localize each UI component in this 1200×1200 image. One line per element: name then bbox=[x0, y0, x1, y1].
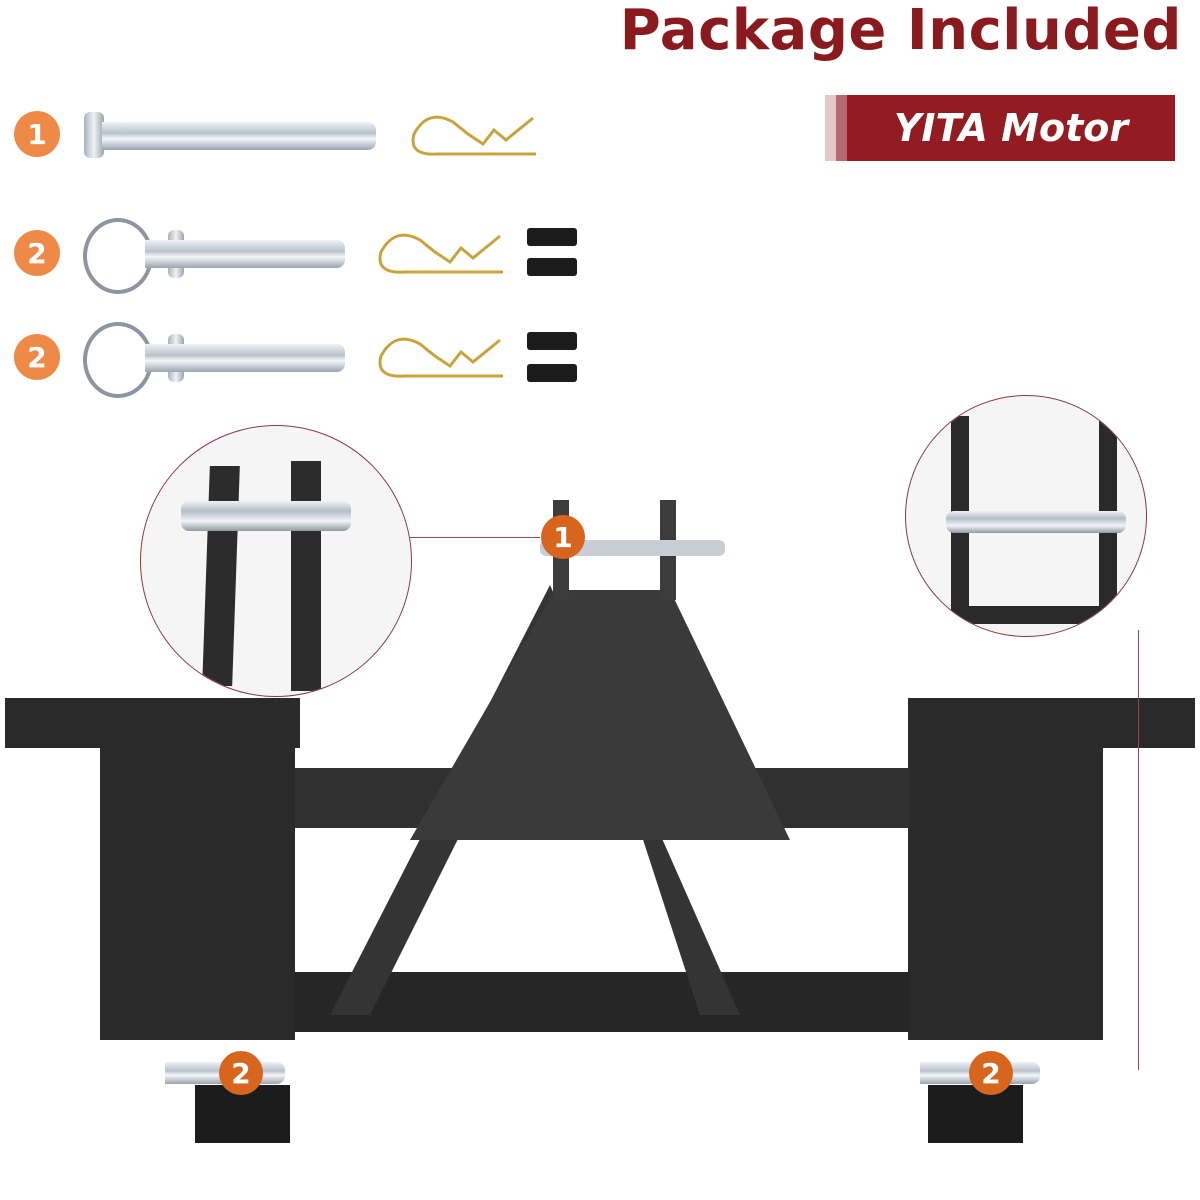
socket-bolt-icon bbox=[527, 228, 577, 246]
right-plate bbox=[908, 700, 1103, 1040]
part-badge-2a: 2 bbox=[14, 230, 60, 276]
hitch-clip-icon bbox=[378, 337, 503, 378]
part-badge-1: 1 bbox=[14, 111, 60, 157]
bottom-crossbar bbox=[295, 972, 910, 1032]
ring-lock-pin bbox=[145, 240, 345, 268]
pull-ring-icon bbox=[83, 218, 153, 294]
detail-side-pin bbox=[905, 395, 1147, 637]
pull-ring-icon bbox=[83, 322, 153, 398]
brand-logo: YITA Motor bbox=[825, 95, 1175, 161]
left-plate bbox=[100, 700, 295, 1040]
socket-bolt-icon bbox=[527, 364, 577, 382]
page-title: Package Included bbox=[619, 0, 1182, 63]
right-foot bbox=[928, 1085, 1023, 1143]
three-point-hitch-triangle bbox=[330, 500, 790, 1015]
part-badge-2b: 2 bbox=[14, 334, 60, 380]
callout-line bbox=[410, 537, 540, 538]
socket-bolt-icon bbox=[527, 332, 577, 350]
clevis-pin bbox=[102, 122, 376, 150]
hitch-clip-icon bbox=[378, 233, 503, 274]
socket-bolt-icon bbox=[527, 258, 577, 276]
callout-badge-right: 2 bbox=[969, 1051, 1013, 1095]
ring-lock-pin bbox=[145, 344, 345, 372]
brand-name: YITA Motor bbox=[847, 95, 1175, 161]
callout-badge-left: 2 bbox=[219, 1051, 263, 1095]
callout-badge-top: 1 bbox=[541, 515, 585, 559]
clevis-pin-head bbox=[84, 112, 104, 158]
hitch-clip-icon bbox=[411, 115, 536, 156]
detail-top-pin bbox=[140, 425, 412, 697]
callout-line bbox=[1138, 630, 1139, 1070]
